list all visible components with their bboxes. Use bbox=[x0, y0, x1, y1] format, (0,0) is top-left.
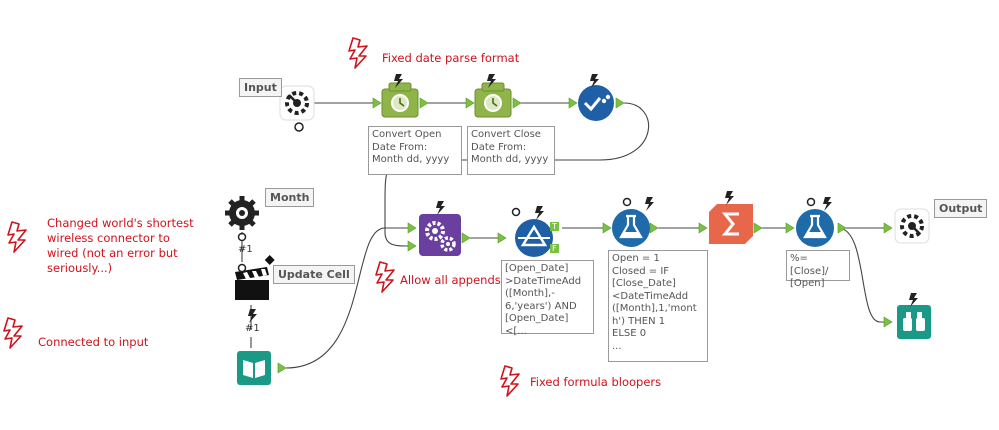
browse-tool[interactable] bbox=[897, 305, 931, 339]
note-allow-appends: Allow all appends bbox=[400, 273, 501, 287]
output-label: Output bbox=[934, 199, 988, 218]
note-connected-input: Connected to input bbox=[38, 335, 149, 349]
input-label: Input bbox=[239, 78, 282, 97]
datetime-tool-open[interactable] bbox=[381, 82, 419, 118]
note-fixed-date: Fixed date parse format bbox=[382, 51, 520, 65]
conn-formula2-to-browse bbox=[837, 227, 891, 323]
text-input-book-tool[interactable] bbox=[237, 351, 271, 385]
update-cell-tool[interactable] bbox=[235, 255, 275, 300]
formula-tool-2[interactable] bbox=[796, 209, 834, 247]
formula1-annotation: Open = 1 Closed = IF [Close_Date] <DateT… bbox=[608, 250, 708, 362]
hash-label-1: #1 bbox=[238, 244, 253, 255]
query-badge-icon bbox=[237, 197, 816, 273]
filter-expression-annotation: [Open_Date] >DateTimeAdd ([Month],- 6,'y… bbox=[501, 260, 594, 337]
update-cell-label: Update Cell bbox=[273, 265, 355, 284]
append-fields-tool[interactable] bbox=[419, 214, 461, 256]
true-anchor: T bbox=[550, 222, 559, 231]
select-tool[interactable] bbox=[578, 85, 614, 121]
datetime-tool-close[interactable] bbox=[474, 82, 512, 118]
convert-open-annotation: Convert Open Date From: Month dd, yyyy bbox=[368, 126, 462, 175]
convert-close-annotation: Convert Close Date From: Month dd, yyyy bbox=[467, 126, 555, 175]
summarize-tool[interactable] bbox=[709, 204, 753, 244]
filter-tool[interactable] bbox=[515, 219, 553, 257]
false-anchor: F bbox=[550, 244, 559, 253]
input-tool[interactable] bbox=[279, 85, 315, 132]
note-wireless: Changed world's shortest wireless connec… bbox=[47, 216, 194, 275]
note-fixed-formula: Fixed formula bloopers bbox=[530, 375, 662, 389]
anchors bbox=[277, 97, 893, 374]
output-tool[interactable] bbox=[894, 208, 930, 244]
formula2-annotation: %=[Close]/ [Open] bbox=[786, 250, 850, 289]
text-input-month-tool[interactable] bbox=[225, 196, 259, 230]
formula-tool-1[interactable] bbox=[612, 209, 650, 247]
hash-label-2: #1 bbox=[245, 323, 260, 334]
month-label: Month bbox=[265, 188, 315, 207]
conn-textinput-to-append bbox=[285, 227, 408, 369]
